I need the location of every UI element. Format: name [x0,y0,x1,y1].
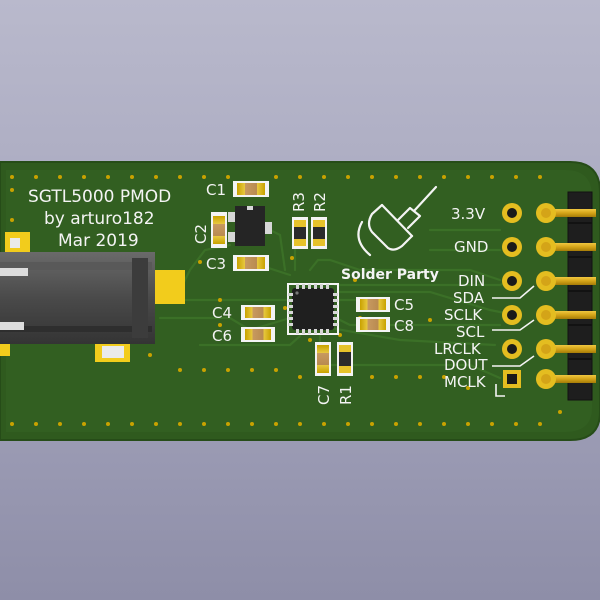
label-c7: C7 [315,385,333,405]
label-r1: R1 [337,385,355,405]
voltage-regulator [228,206,272,246]
pin-header [567,191,593,401]
label-c3: C3 [206,255,226,273]
passives [211,181,390,376]
pin-leader-lines [492,285,535,397]
vias [10,175,562,426]
board-title: SGTL5000 PMOD [28,187,171,207]
pin-label-dout: DOUT [444,356,488,374]
label-c2: C2 [192,224,210,244]
label-c6: C6 [212,327,232,345]
solder-party-logo-text: Solder Party [341,267,439,283]
traces [158,218,507,380]
pin-label-gnd: GND [454,238,488,256]
pin-label-mclk: MCLK [444,373,487,391]
pin-label-3v3: 3.3V [451,205,486,223]
pin-label-scl: SCL [456,323,485,341]
label-c4: C4 [212,304,232,322]
solder-party-logo-icon [357,185,438,257]
label-c5: C5 [394,296,414,314]
board-author: by arturo182 [44,209,155,229]
pin-label-din: DIN [458,272,485,290]
codec-chip [287,283,339,335]
header-pins [502,203,596,389]
pin-label-sda: SDA [453,289,485,307]
audio-jack [0,232,185,362]
label-c8: C8 [394,317,414,335]
label-c1: C1 [206,181,226,199]
pin-label-lrclk: LRCLK [434,340,482,358]
pin-label-sclk: SCLK [444,306,483,324]
label-r2: R2 [311,192,329,212]
label-r3: R3 [290,192,308,212]
board-date: Mar 2019 [58,231,139,251]
